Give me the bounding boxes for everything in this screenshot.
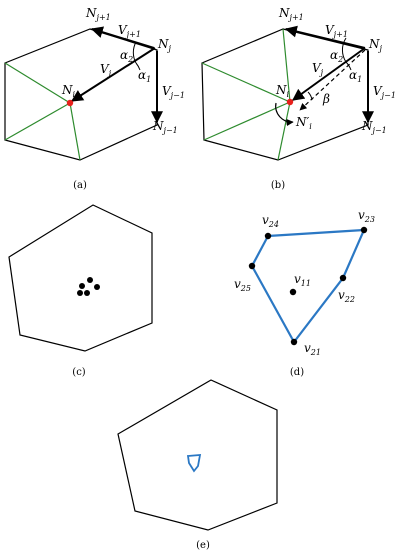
arrows-b [284, 25, 374, 124]
label-alpha2-b: α2 [330, 48, 343, 64]
label-vj1-a: Vj+1 [118, 23, 141, 39]
label-v11: v11 [294, 272, 311, 288]
vertex-v21 [290, 338, 298, 346]
mesh-edges-a [4, 62, 81, 161]
point-c3 [79, 283, 85, 289]
polygon-d [250, 228, 366, 345]
label-vjm1-a: Vj−1 [162, 84, 185, 100]
label-vj-b: Vj [312, 61, 324, 77]
angle-arc-a [135, 62, 141, 71]
panel-d: v24 v23 v25 v11 v22 v21 (d) [234, 208, 375, 378]
vertex-v23 [360, 226, 368, 234]
label-alpha2-a: α2 [120, 48, 133, 64]
ni-point-b [286, 98, 294, 106]
caption-c: (c) [72, 367, 86, 378]
panel-b: Nj+1 Vj+1 α2 Nj Vj α1 Ni β Vj−1 N′i Nj−1… [201, 6, 396, 191]
label-nj1-b: Nj+1 [278, 6, 304, 22]
label-nj1-a: Nj+1 [85, 6, 111, 22]
label-nj-b: Nj [368, 37, 383, 53]
label-v22: v22 [338, 288, 355, 304]
hexagon-e [117, 379, 278, 531]
label-v24: v24 [262, 213, 279, 229]
ni-point-a [66, 99, 74, 107]
panel-a: Nj+1 Vj+1 α2 Nj α1 Vj Vj−1 Ni Nj−1 (a) [4, 6, 185, 191]
vertex-v22 [339, 274, 347, 282]
label-v25: v25 [234, 277, 251, 293]
angle-arc-b1 [342, 37, 347, 63]
label-vjm1-b: Vj−1 [373, 84, 396, 100]
hexagon-c [8, 204, 153, 352]
angle-arc-a2 [132, 41, 137, 64]
dashed-line-b [299, 49, 366, 111]
caption-e: (e) [196, 540, 210, 550]
beta-arc-b [307, 91, 313, 101]
rotation-arrow-b [275, 102, 294, 127]
label-beta-b: β [322, 92, 330, 106]
vertex-v25 [248, 262, 256, 270]
points-c [77, 277, 100, 296]
caption-a: (a) [73, 180, 87, 191]
vertex-v11 [289, 288, 297, 296]
label-ni-b: Ni [275, 83, 290, 99]
arrows-a [70, 26, 163, 124]
point-c4 [77, 290, 83, 296]
label-ni-a: Ni [61, 83, 76, 99]
small-polygon-e [186, 454, 202, 473]
vertices-d [248, 226, 368, 346]
panel-c: (c) [8, 204, 153, 378]
vertex-v24 [264, 232, 272, 240]
label-vj-a: Vj [100, 62, 112, 78]
label-njm1-b: Nj−1 [361, 119, 387, 135]
panel-e: (e) [117, 379, 278, 550]
label-vj1-b: Vj+1 [325, 23, 348, 39]
label-njm1-a: Nj−1 [152, 119, 178, 135]
caption-d: (d) [290, 367, 304, 378]
point-c2 [94, 284, 100, 290]
point-c5 [84, 290, 90, 296]
label-v23: v23 [358, 208, 375, 224]
angle-arc-b2 [345, 61, 352, 71]
label-alpha1-a: α1 [138, 68, 151, 84]
label-alpha1-b: α1 [349, 68, 362, 84]
label-nj-a: Nj [157, 37, 172, 53]
caption-b: (b) [271, 180, 285, 191]
label-v21: v21 [304, 341, 321, 357]
point-c1 [87, 277, 93, 283]
label-niprime-b: N′i [295, 115, 312, 131]
